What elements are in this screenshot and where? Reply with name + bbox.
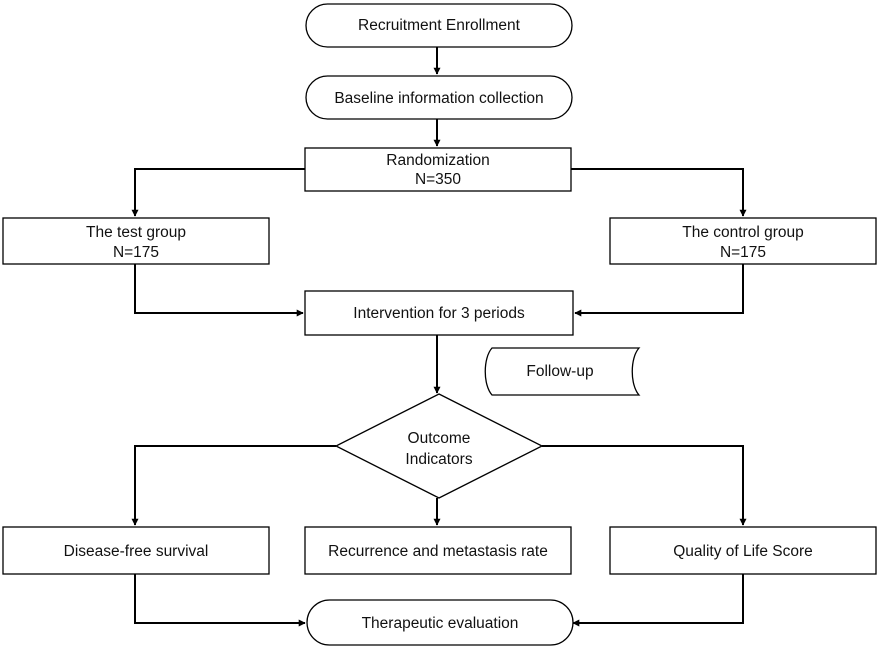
node-test-group: The test group N=175	[2, 217, 270, 265]
randomization-label: Randomization	[386, 152, 489, 169]
arrow-control-group-to-intervention	[574, 264, 744, 317]
node-recurrence-metastasis: Recurrence and metastasis rate	[304, 526, 572, 575]
node-outcome-indicators: Outcome Indicators	[334, 393, 544, 499]
control-group-count: N=175	[720, 244, 766, 261]
outcome-label-line2: Indicators	[405, 451, 472, 468]
node-intervention: Intervention for 3 periods	[304, 290, 574, 336]
test-group-label: The test group	[86, 224, 186, 241]
arrow-outcome-to-dfs	[131, 445, 336, 526]
baseline-label: Baseline information collection	[334, 90, 543, 107]
evaluation-label: Therapeutic evaluation	[362, 615, 519, 632]
recruitment-label: Recruitment Enrollment	[358, 17, 521, 34]
test-group-count: N=175	[113, 244, 159, 261]
arrow-qol-to-evaluation	[572, 574, 744, 627]
outcome-label-line1: Outcome	[408, 430, 471, 447]
arrow-randomization-to-test-group	[131, 168, 305, 217]
recurrence-label: Recurrence and metastasis rate	[328, 543, 548, 560]
arrow-outcome-to-qol	[542, 445, 747, 526]
arrow-dfs-to-evaluation	[134, 574, 306, 627]
qol-label: Quality of Life Score	[673, 543, 813, 560]
node-baseline-collection: Baseline information collection	[305, 75, 573, 120]
control-group-label: The control group	[682, 224, 804, 241]
node-therapeutic-evaluation: Therapeutic evaluation	[306, 599, 574, 646]
node-control-group: The control group N=175	[609, 217, 877, 265]
arrow-randomization-to-control-group	[571, 168, 747, 217]
node-disease-free-survival: Disease-free survival	[2, 526, 270, 575]
node-randomization: Randomization N=350	[304, 147, 572, 192]
connectors	[131, 47, 747, 627]
randomization-count: N=350	[415, 171, 461, 188]
node-quality-of-life: Quality of Life Score	[609, 526, 877, 575]
arrow-test-group-to-intervention	[134, 264, 304, 317]
dfs-label: Disease-free survival	[64, 543, 209, 560]
node-recruitment-enrollment: Recruitment Enrollment	[305, 3, 573, 48]
intervention-label: Intervention for 3 periods	[353, 305, 525, 322]
node-follow-up: Follow-up	[484, 347, 641, 396]
follow-up-label: Follow-up	[526, 363, 593, 380]
